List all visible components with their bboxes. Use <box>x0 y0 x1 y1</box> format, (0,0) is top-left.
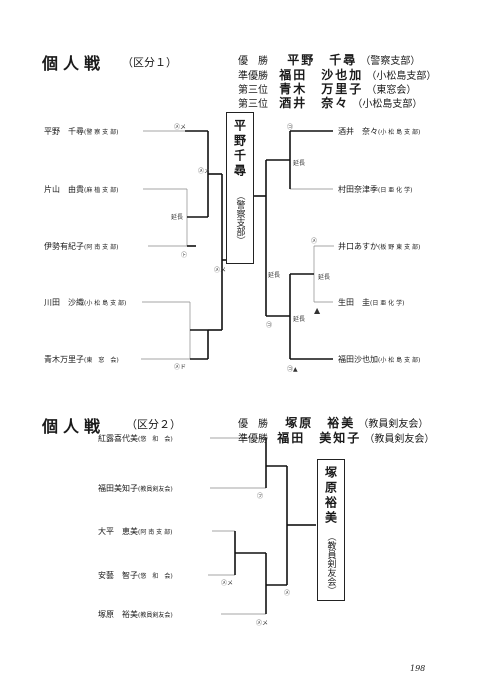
entrant: 紅露喜代美(悠 和 会) <box>98 434 173 443</box>
entrant: 生田 圭(日 亜 化 学) <box>338 298 405 307</box>
section2-division: （区分２） <box>126 418 181 431</box>
result-row: 準優勝 福田 美知子 （教員剣友会） <box>238 429 434 446</box>
result-rank: 優 勝 <box>238 419 268 430</box>
result-rank: 第三位 <box>238 85 268 96</box>
result-row: 優 勝 塚原 裕美 （教員剣友会） <box>238 414 428 431</box>
enchou-tag: 延長 <box>318 274 331 281</box>
score-mark: ㋙ <box>266 322 273 329</box>
winner-name: 塚原裕美 <box>323 466 338 526</box>
result-name: 福田 沙也加 <box>279 68 364 82</box>
result-org: （警察支部） <box>360 56 421 67</box>
enchou-tag: 延長 <box>293 160 306 167</box>
score-mark: ㋱メ <box>214 267 227 274</box>
result-rank: 準優勝 <box>238 71 268 82</box>
section2-winner-box: 塚原裕美 （教員剣友会） <box>317 459 345 601</box>
winner-name: 平野千尋 <box>232 119 247 179</box>
winner-org: （教員剣友会） <box>325 532 336 595</box>
score-mark: ㋱メ <box>198 168 211 175</box>
entrant: 塚原 裕美(教員剣友会) <box>98 610 173 619</box>
score-mark: ㋱メ <box>221 580 234 587</box>
score-mark: ㋫ <box>257 493 264 500</box>
score-mark: ㋱メ <box>174 124 187 131</box>
entrant: 酒井 奈々(小 松 島 支 部) <box>338 127 421 136</box>
entrant: 川田 沙織(小 松 島 支 部) <box>44 298 127 307</box>
score-mark: ㋙▲ <box>287 366 298 373</box>
entrant: 平野 千尋(警 察 支 部) <box>44 127 119 136</box>
entrant: 大平 恵美(阿 南 支 部) <box>98 527 173 536</box>
result-org: （小松島支部） <box>352 99 423 110</box>
score-mark: ㋱ <box>311 238 318 245</box>
score-mark: ㋱メ <box>256 620 269 627</box>
result-org: （教員剣友会） <box>358 419 429 430</box>
section1-division: （区分１） <box>122 56 177 69</box>
entrant: 片山 由貴(麻 植 支 部) <box>44 185 119 194</box>
winner-org: （警察支部） <box>234 191 245 245</box>
result-name: 青木 万里子 <box>279 82 364 96</box>
score-mark: ㋙ <box>287 124 294 131</box>
result-name: 福田 美知子 <box>277 431 362 445</box>
entrant: 井口あすか(板 野 東 支 部) <box>338 242 421 251</box>
enchou-tag: 延長 <box>171 214 184 221</box>
result-org: （小松島支部） <box>366 71 437 82</box>
result-name: 塚原 裕美 <box>285 416 356 430</box>
entrant: 青木万里子(東 窓 会) <box>44 355 119 364</box>
score-mark: ㋱ <box>284 590 291 597</box>
score-mark: ㋱ド <box>174 364 187 371</box>
result-row: 第三位 酒井 奈々 （小松島支部） <box>238 94 422 111</box>
result-row: 優 勝 平野 千尋 （警察支部） <box>238 51 420 68</box>
entrant: 伊勢有紀子(阿 南 支 部) <box>44 242 119 251</box>
result-rank: 優 勝 <box>238 56 268 67</box>
result-rank: 準優勝 <box>238 434 268 445</box>
score-mark: ㋣ <box>181 252 188 259</box>
triangle-icon: ▲ <box>314 306 321 315</box>
section2-title: 個人戦 <box>42 417 106 436</box>
enchou-tag: 延長 <box>268 272 281 279</box>
entrant: 村田奈津季(日 亜 化 学) <box>338 185 413 194</box>
page-number: 198 <box>410 664 426 673</box>
section1-winner-box: 平野千尋 （警察支部） <box>226 112 254 264</box>
result-name: 酒井 奈々 <box>279 96 350 110</box>
section1-title: 個人戦 <box>42 54 106 73</box>
result-rank: 第三位 <box>238 99 268 110</box>
entrant: 安藝 智子(悠 和 会) <box>98 571 173 580</box>
result-row: 準優勝 福田 沙也加 （小松島支部） <box>238 66 436 83</box>
entrant: 福田沙也加(小 松 島 支 部) <box>338 355 421 364</box>
result-name: 平野 千尋 <box>287 53 358 67</box>
result-row: 第三位 青木 万里子 （東窓会） <box>238 80 416 97</box>
entrant: 福田美知子(教員剣友会) <box>98 484 173 493</box>
result-org: （東窓会） <box>366 85 417 96</box>
enchou-tag: 延長 <box>293 316 306 323</box>
result-org: （教員剣友会） <box>364 434 435 445</box>
